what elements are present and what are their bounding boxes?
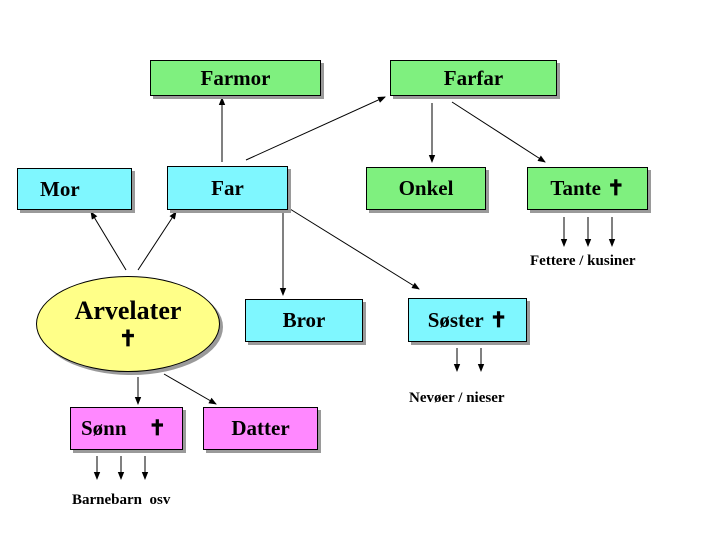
node-soster-label: Søster: [427, 307, 484, 332]
node-far-label: Far: [211, 176, 244, 200]
node-mor-label: Mor: [40, 176, 80, 201]
arrow-arvelater-to-datter: [163, 373, 217, 405]
arrow-farfar-to-tante: [451, 101, 546, 163]
node-tante-label: Tante: [550, 176, 601, 200]
arrow-arvelater-to-mor: [90, 211, 127, 271]
node-onkel: Onkel: [366, 167, 486, 210]
node-bror: Bror: [245, 299, 363, 342]
arrow-arvelater-to-far: [137, 211, 177, 271]
node-mor: Mor: [17, 168, 132, 210]
deceased-cross-icon: ✝: [148, 416, 167, 440]
node-bror-label: Bror: [282, 308, 326, 332]
note-fettere-kusiner: Fettere / kusiner: [530, 253, 636, 269]
node-far: Far: [167, 166, 288, 210]
deceased-cross-icon: ✝: [118, 326, 138, 352]
note-barnebarn: Barnebarn osv: [72, 492, 171, 508]
node-arvelater: Arvelater ✝: [36, 276, 220, 372]
node-farmor-label: Farmor: [200, 65, 271, 90]
node-sonn-label: Sønn: [81, 416, 127, 440]
arrow-far-to-farfar: [245, 96, 386, 161]
node-datter-label: Datter: [231, 416, 290, 440]
node-onkel-label: Onkel: [398, 176, 454, 200]
node-datter: Datter: [203, 407, 318, 450]
arrow-far-to-soster: [289, 208, 420, 290]
deceased-cross-icon: ✝: [489, 307, 508, 332]
node-tante: Tante ✝: [527, 167, 648, 210]
deceased-cross-icon: ✝: [606, 176, 625, 200]
node-farfar: Farfar: [390, 60, 557, 96]
node-sonn: Sønn ✝: [70, 407, 183, 450]
node-farmor: Farmor: [150, 60, 321, 96]
node-farfar-label: Farfar: [443, 65, 504, 90]
node-arvelater-label: Arvelater: [74, 295, 182, 325]
note-nevoer-nieser: Nevøer / nieser: [409, 390, 505, 406]
node-soster: Søster ✝: [408, 298, 527, 342]
